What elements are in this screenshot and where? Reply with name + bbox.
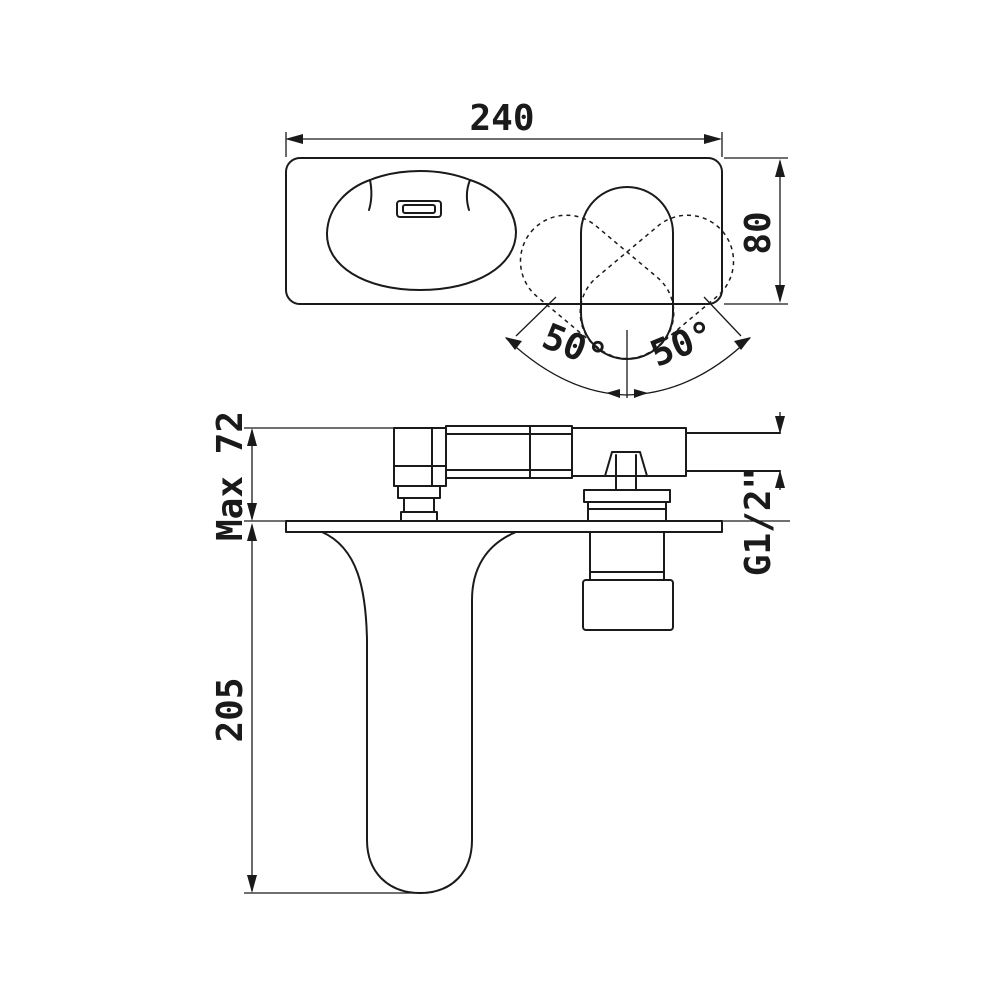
cartridge-housing (582, 531, 674, 631)
backplate-side (285, 520, 723, 533)
thread-label: G1/2" (738, 468, 779, 576)
spout-side (321, 531, 517, 894)
width-label: 240 (469, 98, 534, 139)
spout-length-dimension: 205 (210, 523, 412, 894)
spout-length-label: 205 (210, 677, 251, 742)
max-depth-label: Max 72 (210, 411, 251, 541)
aerator (396, 200, 442, 218)
side-view: Max 72 205 (210, 411, 790, 894)
top-view: 240 80 (285, 98, 788, 398)
depth-dimension: Max 72 (210, 411, 394, 541)
rotation-ghosts (519, 214, 735, 360)
valve-body-side (393, 412, 785, 522)
height-label: 80 (738, 211, 779, 254)
rotation-arc: 50° 50° (505, 313, 751, 398)
angle-left-label: 50° (536, 316, 612, 378)
width-dimension: 240 (285, 98, 723, 157)
spout-outlet-top (325, 170, 517, 291)
height-dimension: 80 (724, 157, 788, 305)
backplate-top (285, 157, 723, 305)
angle-right-label: 50° (645, 313, 721, 375)
